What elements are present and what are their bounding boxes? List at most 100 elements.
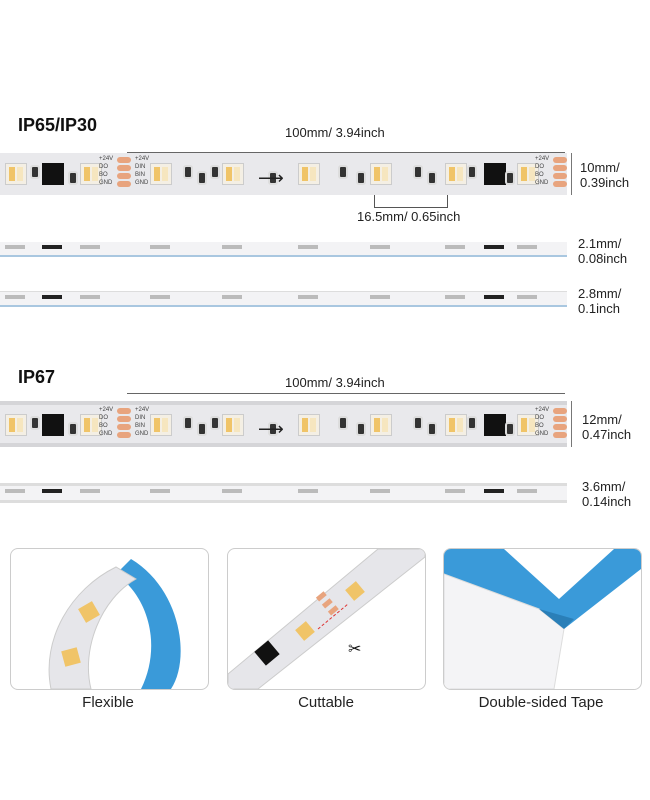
led-chip xyxy=(222,163,244,185)
led-chip xyxy=(445,414,467,436)
pad-label: BO xyxy=(99,423,108,429)
feature-label-flexible: Flexible xyxy=(82,694,134,711)
solder-pad xyxy=(117,424,131,430)
section-title-ip65: IP65/IP30 xyxy=(18,115,98,135)
led-profile xyxy=(445,245,465,249)
solder-pad xyxy=(553,424,567,430)
profile-strip-ip30 xyxy=(0,242,567,257)
length-label: 100mm/ 3.94inch xyxy=(285,125,385,140)
led-profile xyxy=(517,295,537,299)
led-profile xyxy=(298,489,318,493)
led-profile xyxy=(222,489,242,493)
pad-label: DO xyxy=(535,415,544,421)
led-chip xyxy=(370,414,392,436)
ic-chip xyxy=(42,414,64,436)
section-title-ip67: IP67 xyxy=(18,367,56,387)
led-chip xyxy=(298,163,320,185)
led-profile xyxy=(80,489,100,493)
led-profile xyxy=(5,295,25,299)
led-chip xyxy=(80,163,102,185)
led-profile xyxy=(80,245,100,249)
led-profile xyxy=(517,489,537,493)
solder-pad xyxy=(553,416,567,422)
led-chip xyxy=(298,414,320,436)
pad-label: DIN xyxy=(135,415,146,421)
led-profile xyxy=(5,489,25,493)
length-dimension-line xyxy=(127,152,565,153)
pad-label: GND xyxy=(135,431,149,437)
ic-profile xyxy=(484,245,504,249)
feature-label-tape: Double-sided Tape xyxy=(478,694,604,711)
ic-profile xyxy=(42,245,62,249)
resistor xyxy=(197,171,207,185)
feature-panel-cuttable: ✂ xyxy=(227,548,426,690)
ic-chip xyxy=(484,414,506,436)
profile-strip-ip65 xyxy=(0,291,567,307)
length-dimension-line xyxy=(127,393,565,394)
feature-panel-tape xyxy=(443,548,642,690)
profile-strip-ip67 xyxy=(0,483,567,503)
resistor xyxy=(413,416,423,430)
solder-pad xyxy=(117,173,131,179)
led-profile xyxy=(150,245,170,249)
resistor xyxy=(338,416,348,430)
resistor xyxy=(197,422,207,436)
ic-profile xyxy=(42,295,62,299)
resistor xyxy=(268,422,278,436)
led-chip xyxy=(445,163,467,185)
resistor xyxy=(268,171,278,185)
flexible-strip-illustration xyxy=(48,559,181,689)
pad-label: BO xyxy=(99,172,108,178)
width-mm: 12mm/ xyxy=(582,412,622,427)
led-profile xyxy=(222,295,242,299)
resistor xyxy=(413,165,423,179)
led-chip xyxy=(517,163,539,185)
ic-profile xyxy=(484,295,504,299)
led-chip xyxy=(150,414,172,436)
pad-label: +24V xyxy=(99,156,114,162)
led-chip xyxy=(370,163,392,185)
profile-mm: 2.1mm/ xyxy=(578,236,622,251)
pad-label: DIN xyxy=(135,164,146,170)
resistor xyxy=(427,171,437,185)
pad-label: DO xyxy=(535,164,544,170)
led-profile xyxy=(80,295,100,299)
led-profile xyxy=(445,295,465,299)
width-label: 10mm/0.39inch xyxy=(580,160,629,190)
ic-profile xyxy=(42,489,62,493)
resistor xyxy=(356,422,366,436)
pad-label: BO xyxy=(535,172,544,178)
double-sided-tape-illustration xyxy=(444,549,641,689)
width-dimension-line xyxy=(571,153,572,195)
pad-label: BIN xyxy=(135,172,146,178)
profile-mm: 2.8mm/ xyxy=(578,286,622,301)
pad-label: +24V xyxy=(99,407,114,413)
solder-pad xyxy=(117,416,131,422)
resistor xyxy=(30,165,40,179)
width-label: 12mm/0.47inch xyxy=(582,412,631,442)
led-profile xyxy=(150,295,170,299)
feature-panel-flexible xyxy=(10,548,209,690)
led-profile xyxy=(517,245,537,249)
resistor xyxy=(356,171,366,185)
solder-pad xyxy=(117,432,131,438)
resistor xyxy=(338,165,348,179)
pad-label: GND xyxy=(535,431,549,437)
led-chip xyxy=(222,414,244,436)
profile-inch: 0.14inch xyxy=(582,494,632,509)
resistor xyxy=(210,416,220,430)
width-inch: 0.39inch xyxy=(580,175,630,190)
profile-inch: 0.08inch xyxy=(578,251,628,266)
solder-pad xyxy=(553,173,567,179)
scissors-icon: ✂ xyxy=(348,641,361,658)
led-profile xyxy=(222,245,242,249)
led-chip xyxy=(5,414,27,436)
feature-label-cuttable: Cuttable xyxy=(298,694,354,711)
resistor xyxy=(68,171,78,185)
resistor xyxy=(210,165,220,179)
resistor xyxy=(505,422,515,436)
pad-label: +24V xyxy=(135,156,150,162)
width-inch: 0.47inch xyxy=(582,427,632,442)
pad-label: BIN xyxy=(135,423,146,429)
led-chip xyxy=(80,414,102,436)
